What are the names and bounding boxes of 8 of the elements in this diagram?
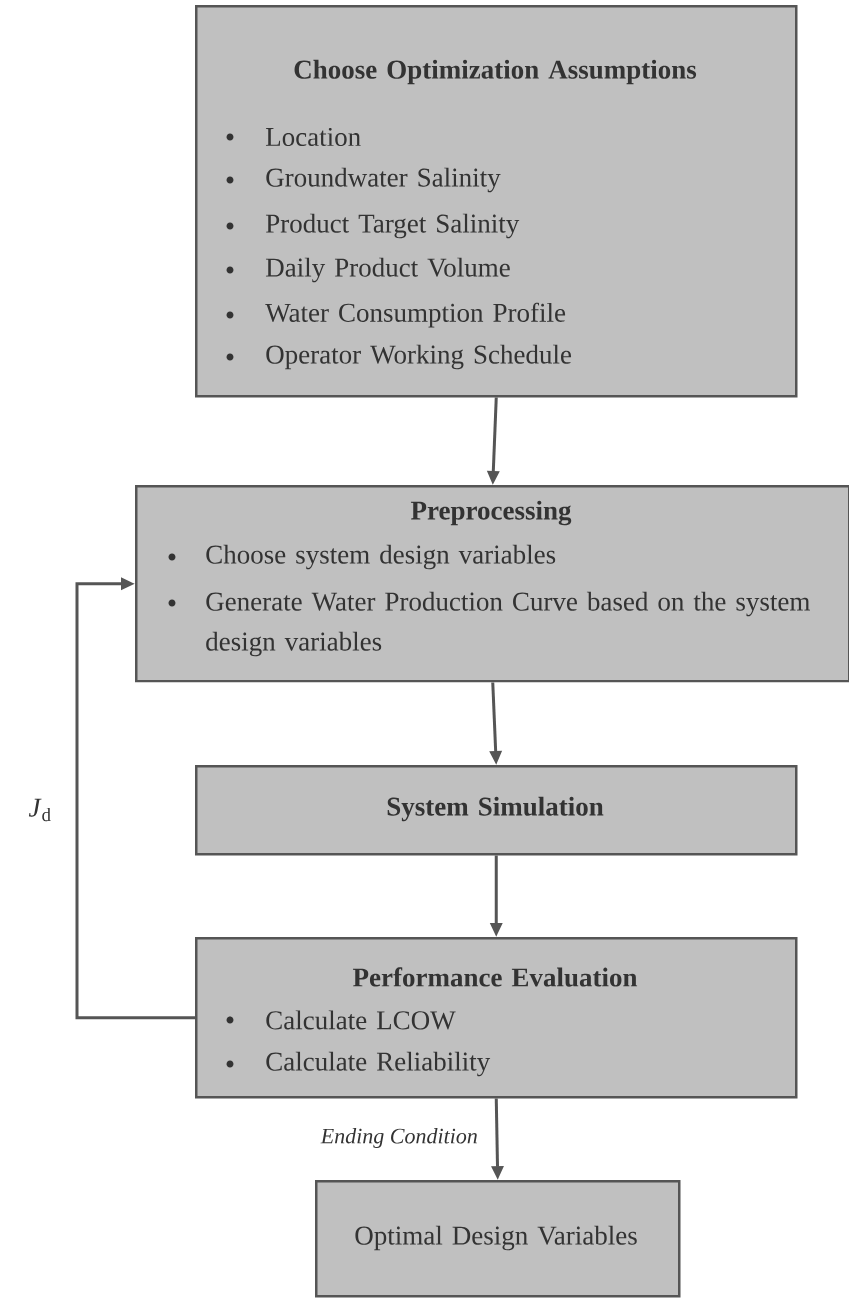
process-box: Optimal Design Variables	[315, 1180, 681, 1298]
edge-label: J$_{d}$	[26, 796, 54, 824]
process-box: Choose Optimization Assumptions Location Groundwater Salinity Product Target Salinity Daily Product Volume Water Consumption Profile Operator Working Schedule	[195, 5, 798, 398]
process-box: Performance Evaluation Calculate LCOW Calculate Reliability	[195, 937, 798, 1099]
edge-label: Ending Condition	[318, 1126, 480, 1150]
arrow	[75, 577, 195, 1020]
process-box: Preprocessing Choose system design variables Generate Water Production Curve based on the system design variables	[135, 485, 849, 683]
process-box: System Simulation	[195, 765, 798, 856]
